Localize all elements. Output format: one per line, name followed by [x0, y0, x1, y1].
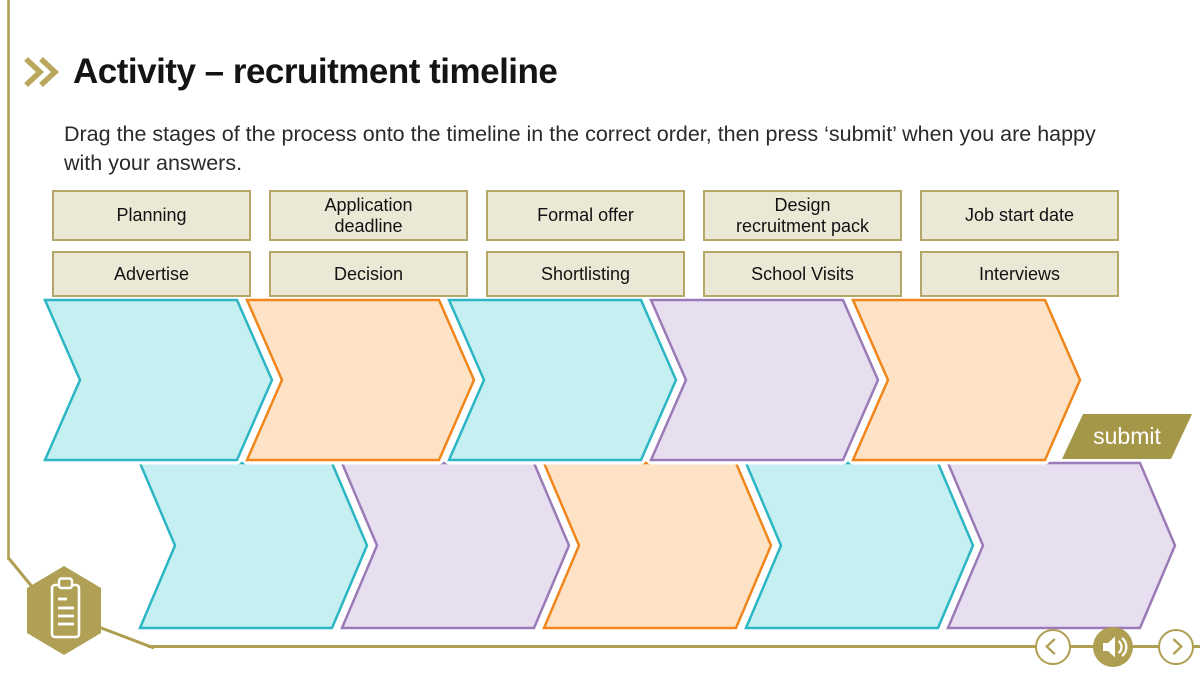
stage-label-text: Design recruitment pack [735, 194, 870, 236]
nav-audio-button[interactable] [1093, 627, 1133, 667]
stage-label-planning[interactable]: Planning [52, 190, 251, 241]
header: Activity – recruitment timeline [22, 52, 558, 92]
stage-label-text: Planning [116, 205, 187, 225]
stage-label-text: Formal offer [537, 205, 634, 225]
timeline-row-2 [135, 458, 1180, 633]
page-title: Activity – recruitment timeline [73, 52, 558, 91]
timeline-slot-cyan[interactable] [444, 295, 681, 465]
stage-label-school-visits[interactable]: School Visits [703, 251, 902, 297]
timeline-slot-cyan[interactable] [40, 295, 277, 465]
double-chevron-icon [24, 56, 60, 88]
nav-next-button[interactable] [1158, 629, 1194, 665]
stage-label-design-recruitment-pack[interactable]: Design recruitment pack [703, 190, 902, 241]
timeline-slot-orange[interactable] [242, 295, 479, 465]
chevron-left-icon [1045, 638, 1056, 655]
stage-label-formal-offer[interactable]: Formal offer [486, 190, 685, 241]
stage-labels-row-2: Advertise Decision Shortlisting School Visi… [0, 251, 1200, 297]
timeline-slot-orange[interactable] [539, 458, 776, 633]
chevron-right-icon [1172, 638, 1184, 655]
nav-back-button[interactable] [1035, 629, 1071, 665]
stage-label-interviews[interactable]: Interviews [920, 251, 1119, 297]
stage-label-text: Job start date [964, 205, 1075, 225]
timeline-row-1 [40, 295, 1085, 465]
timeline-slot-purple[interactable] [646, 295, 883, 465]
stage-label-advertise[interactable]: Advertise [52, 251, 251, 297]
stage-label-text: Advertise [113, 263, 190, 284]
stage-label-application-deadline[interactable]: Application deadline [269, 190, 468, 241]
instructions-text: Drag the stages of the process onto the … [64, 122, 1096, 175]
stage-label-text: Interviews [978, 263, 1061, 284]
stage-label-shortlisting[interactable]: Shortlisting [486, 251, 685, 297]
stage-label-text: Shortlisting [540, 263, 631, 284]
timeline-slot-purple[interactable] [943, 458, 1180, 633]
stage-label-text: School Visits [751, 263, 854, 284]
stage-label-text: Decision [333, 263, 404, 284]
submit-button[interactable]: submit [1062, 414, 1192, 459]
submit-label: submit [1093, 423, 1161, 449]
timeline-slot-cyan[interactable] [135, 458, 372, 633]
stage-label-text: Application deadline [324, 194, 413, 236]
stage-labels-row-1: Planning Application deadline Formal offer… [0, 190, 1200, 241]
speaker-icon [1103, 636, 1128, 658]
stage-label-job-start-date[interactable]: Job start date [920, 190, 1119, 241]
timeline-slot-cyan[interactable] [741, 458, 978, 633]
stage-label-decision[interactable]: Decision [269, 251, 468, 297]
timeline-slot-purple[interactable] [337, 458, 574, 633]
timeline-slot-orange[interactable] [848, 295, 1085, 465]
